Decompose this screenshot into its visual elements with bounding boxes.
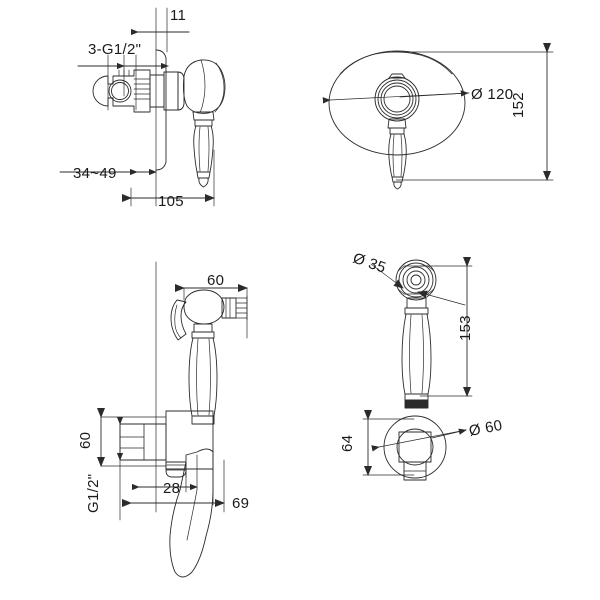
handle-ring-1 [194,119,213,127]
dim-label-11: 11 [170,7,186,24]
lower-handle-outline [169,448,214,578]
dim-153 [419,257,473,397]
lower-handle-inner-2 [186,454,198,541]
sprayer-neck-ring [191,331,215,339]
dim-label-dia-60: Ø 60 [468,417,504,440]
dim-label-153: 153 [457,315,474,341]
dim-152 [391,43,554,181]
fv-handle-column [401,313,432,395]
fv-handle-foot [391,176,404,183]
escutcheon-top-highlight [339,51,453,75]
dim-label-152: 152 [510,92,527,118]
dim-label-dia-35: Ø 35 [351,250,388,277]
sprayer-neck-collar [193,323,213,333]
dim-dia-60 [371,428,467,452]
handle-foot-ring [196,171,211,179]
view-bottom-left-sprayer-side [97,261,248,578]
fv-handle-tip [393,181,402,190]
dim-label-28: 28 [163,480,180,497]
fv-handle-ring [389,127,405,135]
sprayer-head-body [183,289,225,325]
dim-label-34-49: 34~49 [73,165,117,182]
connector-link [212,415,215,425]
wall-plate-square-boss [398,431,432,463]
wall-outlet-spigot [119,423,167,461]
inlet-threads [118,69,151,100]
dim-105 [122,187,215,207]
sprayer-handle-body [188,337,218,417]
cap-dome-highlight [214,62,225,113]
cap-ring-mid [377,79,417,119]
sprayer-handle-foot [191,415,215,425]
dim-64 [362,410,415,476]
dim-label-g12: G1/2" [85,474,102,513]
fv-sprayer-head-outer [395,259,437,301]
wall-plate-outer-circle [383,415,447,479]
handle-tip [198,177,209,188]
dim-label-60-height: 60 [77,432,94,449]
inlet-port-circle-inner [111,82,129,100]
fv-head-top-arc [397,265,435,272]
cartridge-collar [149,74,165,108]
sprayer-handle-shading [196,338,211,416]
fv-handle-body [388,133,407,178]
cap-face [383,85,411,113]
dim-label-60-width: 60 [207,272,224,289]
cap-dome-crease [199,59,206,114]
dim-label-3-g12: 3-G1/2" [88,41,141,58]
fv-sprayer-head-nozzle [410,274,422,286]
cap-index-marker [388,73,406,79]
body-trunk-round [177,71,185,111]
inlet-port-circle-outer [108,79,132,103]
fv-handle-collar [387,118,407,129]
wall-outlet-plate [165,410,214,470]
fv-sprayer-head-ring2 [398,262,434,298]
fv-handle-base-ring [404,393,429,401]
trigger-lever-crease [174,304,182,339]
view-bottom-right-sprayer-front [370,257,473,409]
fv-head-bottom-arc [397,288,435,295]
cap-ring-inner [380,82,414,116]
wall-plate-inner-circle [396,428,434,466]
dim-dia-120 [322,90,470,104]
fv-handle-shading [392,134,403,177]
handle-body [193,125,214,173]
sprayer-nozzle-grooves [225,295,248,321]
handle-neck-collar [192,111,215,121]
cap-ring-outer [374,76,420,122]
view-top-right-front [322,43,554,190]
handle-body-shading [198,126,210,172]
fv-sprayer-head-ring3 [402,266,430,294]
lower-outlet-nipple [165,461,187,478]
view-bottom-right-wall-plate [362,410,467,481]
view-top-left-side-section [59,7,226,207]
escutcheon-outer-disc [328,50,466,156]
fv-handle-column-shading [409,314,424,394]
dim-dia-35 [370,263,404,289]
trigger-lever [170,299,187,341]
fv-neck-ring [404,307,429,315]
dim-label-dia-120: Ø 120 [471,86,513,103]
dim-label-64: 64 [339,435,356,452]
fv-handle-end-seal [404,399,429,409]
dim-label-69: 69 [232,495,249,512]
inlet-manifold-outline [92,69,151,113]
fv-sprayer-head-ring4 [406,270,426,290]
dim-label-105: 105 [158,193,184,210]
